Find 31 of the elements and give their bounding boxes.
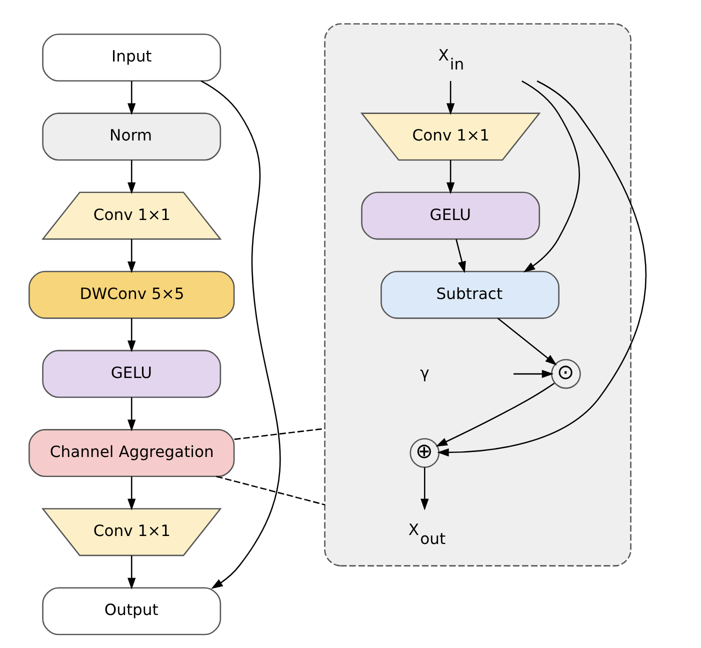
arrow xyxy=(127,239,136,274)
arrow xyxy=(513,370,554,378)
arrow xyxy=(496,318,556,366)
connector xyxy=(234,428,324,440)
node-box: Norm xyxy=(42,112,221,161)
node-box: GELU xyxy=(360,192,540,240)
arrow xyxy=(455,239,466,274)
arrow xyxy=(127,556,136,590)
arrow xyxy=(127,476,136,510)
cluster xyxy=(324,23,631,566)
node-box: Output xyxy=(42,587,221,636)
arrow xyxy=(435,382,554,447)
arrow xyxy=(521,80,580,272)
arrow xyxy=(127,318,136,352)
arrow xyxy=(446,80,454,115)
node-box: GELU xyxy=(42,350,221,398)
node-circle: ⊕ xyxy=(409,438,440,468)
node-box: DWConv 5×5 xyxy=(28,270,234,319)
node-box: Subtract xyxy=(380,270,559,319)
node-box: Input xyxy=(42,34,221,82)
arrow xyxy=(127,160,136,194)
arrow xyxy=(446,160,454,194)
arrow xyxy=(127,397,136,432)
node-text: γ xyxy=(420,364,429,382)
arrow xyxy=(200,80,280,589)
connector xyxy=(216,476,324,506)
arrow xyxy=(436,80,646,456)
arrow xyxy=(420,467,428,510)
arrow xyxy=(127,80,136,115)
node-box: Channel Aggregation xyxy=(28,429,234,477)
node-circle: ⊙ xyxy=(550,359,580,389)
